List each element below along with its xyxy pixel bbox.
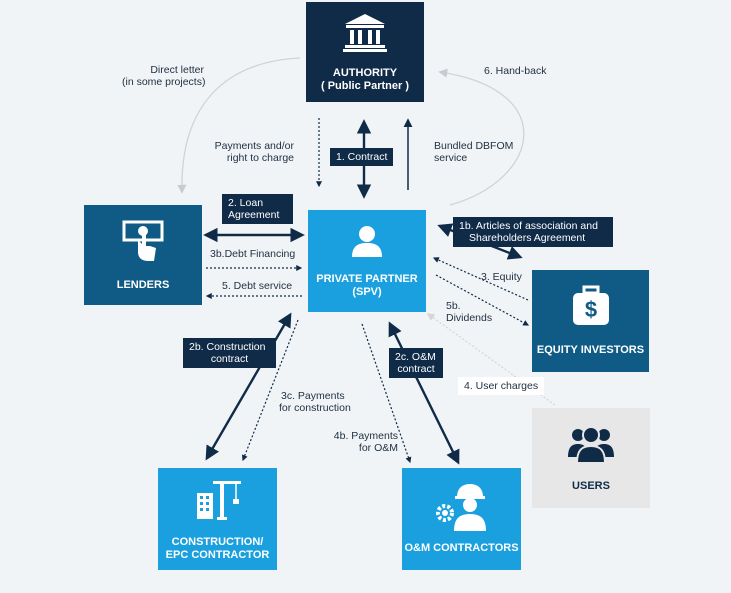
articles-line-1: 1b. Articles of association and <box>459 220 598 232</box>
equity-text: 3. Equity <box>481 271 522 283</box>
svg-text:$: $ <box>584 297 596 322</box>
om-contract-tag: 2c. O&M contract <box>389 348 443 378</box>
construction-contract-line-2: contract <box>210 353 249 365</box>
loan-agreement-line-2: Agreement <box>228 209 280 221</box>
direct-letter-label: Direct letter (in some projects) <box>122 64 206 88</box>
payments-om-line-1: 4b. Payments <box>333 430 398 442</box>
payments-om-label: 4b. Payments for O&M <box>330 430 398 454</box>
debt-service-label: 5. Debt service <box>222 280 292 292</box>
equity-investors-title: EQUITY INVESTORS <box>536 344 645 356</box>
payments-om-arrow <box>361 323 412 464</box>
lenders-title: LENDERS <box>116 279 170 291</box>
dividends-line-2: Dividends <box>446 312 493 324</box>
om-contract-line-2: contract <box>397 363 435 375</box>
private-partner-title: PRIVATE PARTNER <box>316 272 418 285</box>
private-partner-node: PRIVATE PARTNER (SPV) <box>308 210 426 312</box>
contract-tag: 1. Contract <box>330 148 394 166</box>
equity-investors-node: $ EQUITY INVESTORS <box>532 270 649 372</box>
equity-label: 3. Equity <box>481 271 522 283</box>
construction-subtitle: EPC CONTRACTOR <box>165 548 270 561</box>
debt-service-text: 5. Debt service <box>222 280 293 292</box>
direct-letter-line-2: (in some projects) <box>122 76 206 88</box>
payments-label: Payments and/or right to charge <box>200 140 294 164</box>
hand-back-label: 6. Hand-back <box>484 65 546 77</box>
private-partner-subtitle: (SPV) <box>352 285 382 298</box>
construction-contract-line-1: 2b. Construction <box>189 341 266 353</box>
bundled-label: Bundled DBFOM service <box>434 140 513 164</box>
construction-node: CONSTRUCTION/ EPC CONTRACTOR <box>158 468 277 570</box>
payments-construction-line-1: 3c. Payments <box>281 390 345 402</box>
government-building-icon <box>342 12 388 57</box>
authority-node: AUTHORITY ( Public Partner ) <box>306 2 424 102</box>
worker-gear-icon <box>432 483 492 536</box>
payments-om-line-2: for O&M <box>358 442 398 454</box>
payments-construction-line-2: for construction <box>279 402 351 414</box>
om-contractors-node: O&M CONTRACTORS <box>402 468 521 570</box>
contract-tag-text: 1. Contract <box>336 151 388 163</box>
hand-back-arrow <box>438 68 525 206</box>
users-title: USERS <box>572 480 610 492</box>
payments-construction-arrow <box>241 319 299 462</box>
hand-back-text: 6. Hand-back <box>484 65 547 77</box>
om-contract-arrow <box>388 321 460 465</box>
construction-contract-arrow <box>205 312 292 461</box>
crane-building-icon <box>193 477 243 526</box>
om-contractors-title: O&M CONTRACTORS <box>404 542 519 554</box>
bundled-line-1: Bundled DBFOM <box>434 140 514 152</box>
articles-line-2: Shareholders Agreement <box>469 232 586 244</box>
direct-letter-arrow <box>177 57 301 194</box>
dividends-line-1: 5b. <box>446 300 461 312</box>
bundled-line-2: service <box>434 152 468 164</box>
payments-construction-label: 3c. Payments for construction <box>279 390 351 414</box>
authority-subtitle: ( Public Partner ) <box>320 79 410 92</box>
construction-contract-tag: 2b. Construction contract <box>183 338 276 368</box>
user-charges-tag: 4. User charges <box>458 377 545 395</box>
user-charges-text: 4. User charges <box>464 380 539 392</box>
equity-arrow <box>432 257 529 301</box>
loan-agreement-line-1: 2. Loan <box>228 197 264 209</box>
payments-line-2: right to charge <box>226 152 294 164</box>
dividends-arrow <box>435 274 530 326</box>
om-contract-line-1: 2c. O&M <box>395 351 436 363</box>
construction-title: CONSTRUCTION/ <box>171 535 264 548</box>
direct-letter-line-1: Direct letter <box>150 64 204 76</box>
authority-title: AUTHORITY <box>332 66 398 79</box>
users-node: USERS <box>532 408 650 508</box>
hand-money-icon <box>120 218 166 267</box>
money-bag-icon: $ <box>569 285 613 334</box>
payments-line-1: Payments and/or <box>214 140 294 152</box>
person-icon <box>349 224 385 263</box>
lenders-node: LENDERS <box>84 205 202 305</box>
debt-financing-label: 3b.Debt Financing <box>210 248 295 260</box>
users-group-icon <box>568 423 614 468</box>
dividends-label: 5b. Dividends <box>446 300 492 324</box>
debt-financing-text: 3b.Debt Financing <box>210 248 296 260</box>
loan-agreement-tag: 2. Loan Agreement <box>222 194 293 224</box>
articles-tag: 1b. Articles of association and Sharehol… <box>453 217 613 247</box>
